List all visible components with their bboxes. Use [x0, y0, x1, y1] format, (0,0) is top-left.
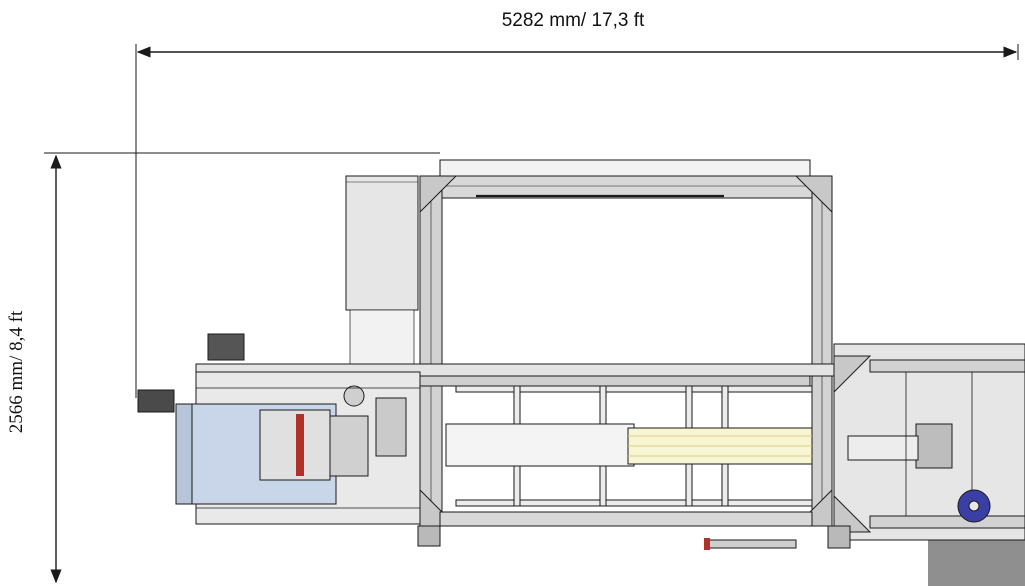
height-dimension: 2566 mm/ 8,4 ft [6, 152, 440, 584]
width-dimension-label: 5282 mm/ 17,3 ft [502, 10, 645, 31]
infeed-sensor [343, 385, 365, 407]
gantry-bottom-beam [439, 511, 813, 527]
grid-rail-top [455, 385, 813, 393]
height-dimension-label: 2566 mm/ 8,4 ft [6, 310, 27, 433]
outfeed-rail-bottom [869, 515, 1025, 529]
cabinet-base [349, 309, 415, 371]
infeed-bracket [375, 397, 407, 457]
lower-bracket-red [704, 538, 710, 550]
infeed-roller-end [175, 403, 193, 505]
infeed-clamp [329, 415, 369, 477]
outfeed-rail-top [869, 359, 1025, 373]
outfeed-slide [847, 435, 919, 461]
outfeed-center-block [915, 423, 953, 469]
foot-right [827, 525, 851, 549]
floor-plate [928, 540, 1025, 586]
outfeed-gusset-top [833, 355, 872, 394]
gusset-top-right [794, 175, 833, 214]
gantry-top-beam [439, 159, 811, 177]
infeed-motor [137, 389, 175, 413]
grid-rail-bottom [455, 499, 813, 507]
infeed-guide-plate [259, 409, 331, 481]
machine-plan-view [137, 159, 1025, 586]
outfeed-gusset-bottom [833, 494, 872, 533]
red-stopper [296, 414, 304, 476]
roller-hub [968, 500, 980, 512]
width-dimension: 5282 mm/ 17,3 ft [135, 10, 1019, 398]
gusset-top-left [419, 175, 458, 214]
infeed-gearbox [207, 333, 245, 361]
foot-left [417, 525, 441, 547]
lower-bracket [705, 539, 797, 549]
control-cabinet [345, 175, 419, 311]
gantry-top-rail [419, 175, 831, 199]
pusher-plate [445, 423, 635, 467]
